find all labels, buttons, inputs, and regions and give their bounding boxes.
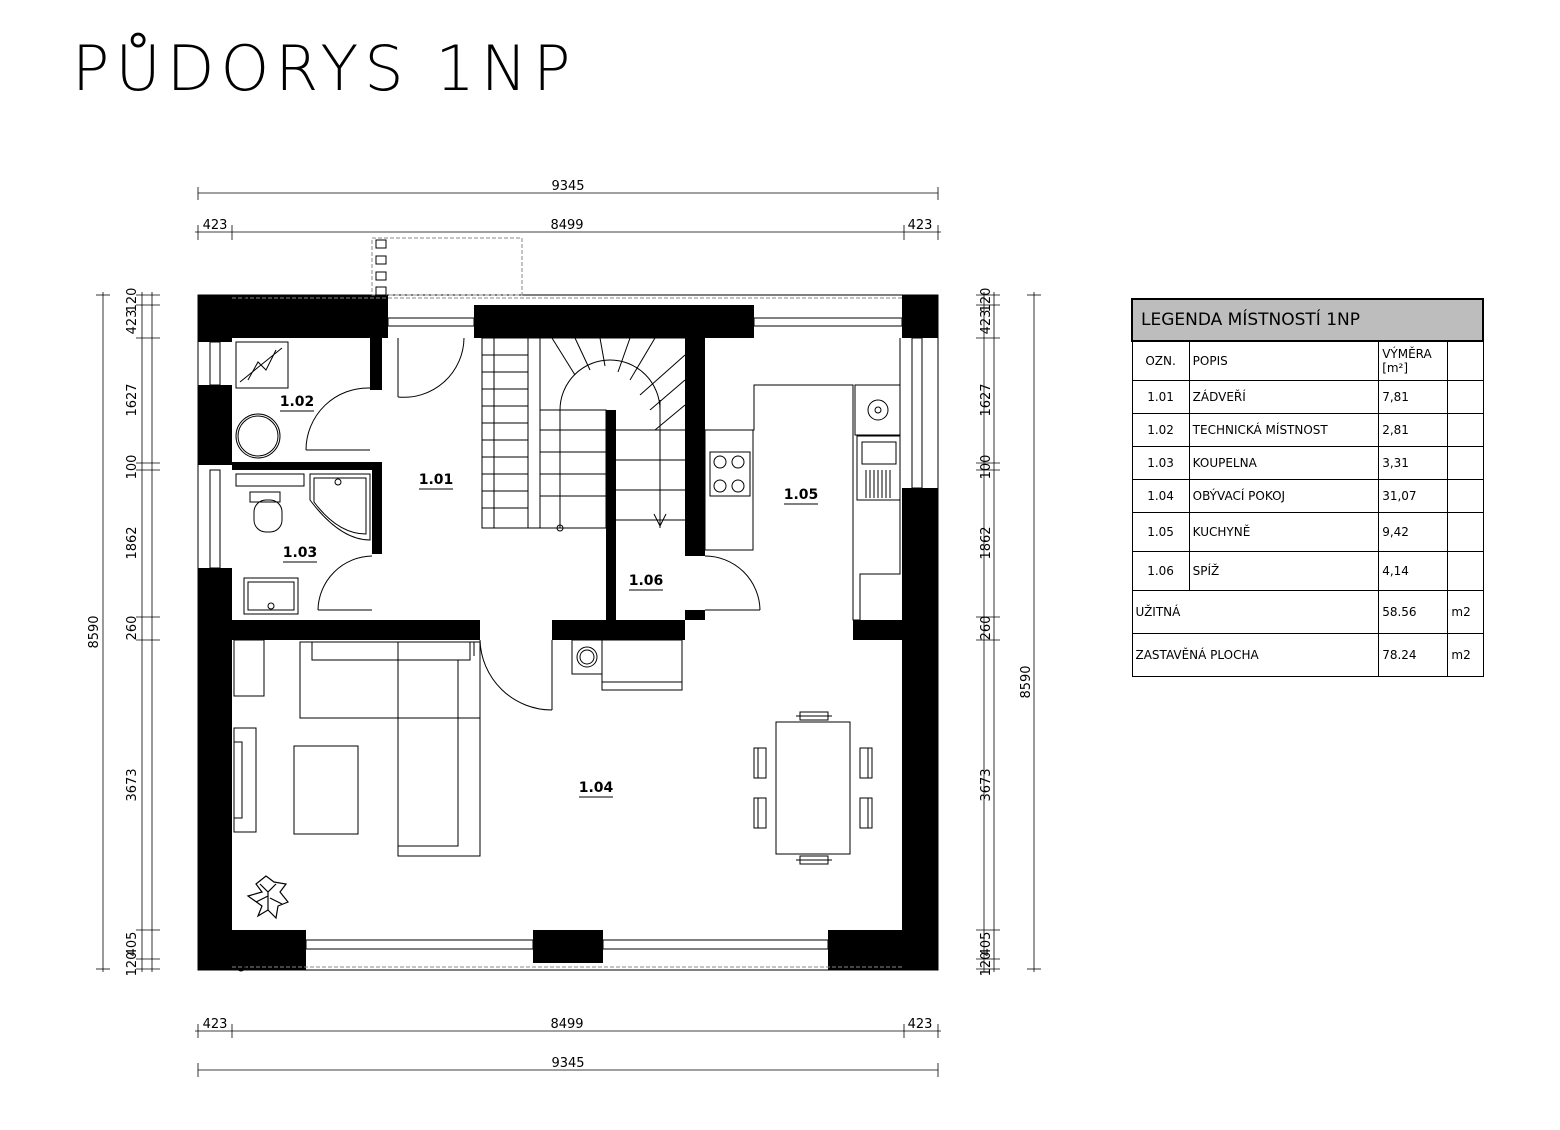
legend-row: 1.02 TECHNICKÁ MÍSTNOST 2,81 bbox=[1131, 413, 1484, 447]
left-chain-dimension-label: 405 bbox=[125, 932, 140, 957]
right-chain-dimension-label: 1862 bbox=[979, 526, 994, 559]
page-title: PŮDORYS 1NP bbox=[72, 32, 577, 105]
porch-steps bbox=[375, 239, 387, 296]
porch-outline bbox=[232, 237, 902, 968]
right-chain-dimension-label: 405 bbox=[979, 932, 994, 957]
dimension-right bbox=[976, 292, 1041, 972]
room-legend-table: LEGENDA MÍSTNOSTÍ 1NP OZN. POPIS VÝMĚRA[… bbox=[1131, 298, 1484, 677]
dining-table bbox=[753, 711, 873, 865]
tv-stand bbox=[233, 639, 265, 833]
walls bbox=[197, 294, 939, 971]
left-chain-dimension-label: 120 bbox=[125, 952, 140, 977]
dimension-top bbox=[195, 187, 941, 240]
room-label-1-02: 1.02 bbox=[280, 394, 315, 410]
legend-row: 1.03 KOUPELNA 3,31 bbox=[1131, 446, 1484, 480]
coffee-table bbox=[293, 745, 359, 835]
legend-built-row: ZASTAVĚNÁ PLOCHA 78.24 m2 bbox=[1131, 633, 1484, 677]
dim-total-width-top: 9345 bbox=[551, 179, 584, 194]
plant-icon bbox=[246, 875, 289, 920]
left-chain-dimension-label: 3673 bbox=[125, 768, 140, 801]
wall-top-right bbox=[902, 295, 938, 338]
room-label-1-05: 1.05 bbox=[784, 487, 819, 503]
right-chain-dimension-label: 120 bbox=[979, 288, 994, 313]
right-chain-dimension-label: 3673 bbox=[979, 768, 994, 801]
room-label-1-06: 1.06 bbox=[629, 573, 664, 589]
room-label-1-04: 1.04 bbox=[579, 780, 614, 796]
wall-top-left bbox=[198, 295, 388, 338]
legend-row: 1.04 OBÝVACÍ POKOJ 31,07 bbox=[1131, 479, 1484, 513]
legend-row: 1.01 ZÁDVEŘÍ 7,81 bbox=[1131, 380, 1484, 414]
wall-top-middle bbox=[474, 305, 754, 338]
dim-total-height-left: 8590 bbox=[87, 615, 102, 648]
left-chain-dimension-label: 1627 bbox=[125, 383, 140, 416]
left-chain-dimension-label: 1862 bbox=[125, 526, 140, 559]
right-chain-dimension-label: 100 bbox=[979, 455, 994, 480]
doors bbox=[305, 337, 761, 711]
legend-col-area: VÝMĚRA[m²] bbox=[1378, 340, 1449, 381]
left-chain-dimension-label: 423 bbox=[125, 310, 140, 335]
left-chain-dimension-label: 260 bbox=[125, 616, 140, 641]
right-chain-dimension-label: 1627 bbox=[979, 383, 994, 416]
right-chain-dimension-label: 423 bbox=[979, 310, 994, 335]
downpipe-icon bbox=[236, 294, 246, 304]
dim-inner-width-bottom: 8499 bbox=[550, 1017, 583, 1032]
dimension-bottom bbox=[195, 1024, 941, 1077]
right-chain-dimension-label: 260 bbox=[979, 616, 994, 641]
dim-total-height-right: 8590 bbox=[1019, 665, 1034, 698]
legend-title: LEGENDA MÍSTNOSTÍ 1NP bbox=[1131, 298, 1484, 342]
bathroom-fixtures bbox=[235, 473, 371, 615]
right-chain-dimension-label: 120 bbox=[979, 952, 994, 977]
left-chain-dimension-label: 100 bbox=[125, 455, 140, 480]
kitchen-counter bbox=[704, 338, 901, 621]
legend-useful-row: UŽITNÁ 58.56 m2 bbox=[1131, 590, 1484, 634]
room-label-1-01: 1.01 bbox=[419, 472, 454, 488]
dim-total-width-bottom: 9345 bbox=[551, 1056, 584, 1071]
dim-wall-left-top: 423 bbox=[203, 218, 228, 233]
left-chain-dimension-label: 120 bbox=[125, 288, 140, 313]
dim-wall-right-top: 423 bbox=[908, 218, 933, 233]
water-heater bbox=[235, 413, 281, 459]
dim-wall-right-bottom: 423 bbox=[908, 1017, 933, 1032]
legend-col-id: OZN. bbox=[1131, 340, 1190, 381]
dim-inner-width-top: 8499 bbox=[550, 218, 583, 233]
fireplace bbox=[571, 639, 683, 691]
downpipe-icon bbox=[236, 962, 246, 972]
windows bbox=[209, 317, 923, 950]
staircase bbox=[481, 337, 686, 532]
dimension-left bbox=[96, 292, 160, 972]
dim-wall-left-bottom: 423 bbox=[203, 1017, 228, 1032]
legend-col-desc: POPIS bbox=[1188, 340, 1380, 381]
legend-row: 1.06 SPÍŽ 4,14 bbox=[1131, 551, 1484, 591]
room-label-1-03: 1.03 bbox=[283, 545, 318, 561]
boiler bbox=[235, 341, 289, 389]
sofa bbox=[299, 641, 481, 857]
legend-row: 1.05 KUCHYNĚ 9,42 bbox=[1131, 512, 1484, 552]
